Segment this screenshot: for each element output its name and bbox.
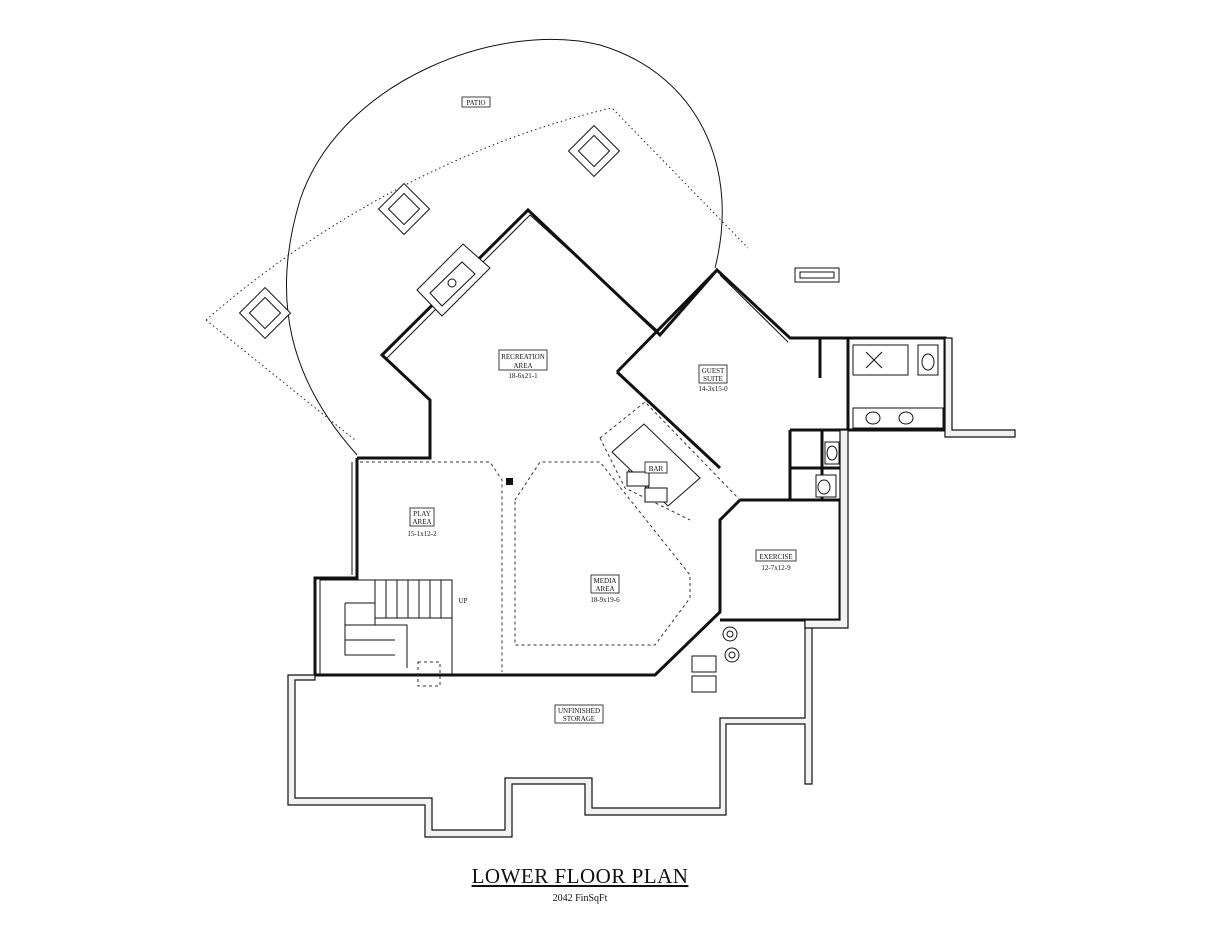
svg-text:18-9x19-6: 18-9x19-6: [590, 596, 620, 604]
label-guest-suite: GUEST SUITE 14-3x15-0: [698, 364, 728, 393]
patio-pier-2: [567, 124, 621, 178]
svg-text:STORAGE: STORAGE: [563, 715, 595, 723]
plan-title: LOWER FLOOR PLAN: [471, 864, 689, 888]
label-play: PLAY AREA 15-1x12-2: [407, 507, 437, 538]
mechanical-equipment: [691, 626, 740, 693]
svg-text:PLAY: PLAY: [413, 510, 431, 518]
label-exercise: EXERCISE 12-7x12-9: [755, 549, 797, 572]
patio-pier-1: [377, 182, 431, 236]
svg-text:EXERCISE: EXERCISE: [759, 553, 792, 561]
label-bar: BAR: [644, 461, 668, 474]
window-well: [794, 267, 840, 283]
svg-text:BAR: BAR: [649, 465, 664, 473]
patio: PATIO: [205, 38, 749, 456]
svg-text:GUEST: GUEST: [702, 367, 725, 375]
plan-square-footage: 2042 FinSqFt: [552, 893, 608, 904]
svg-text:UNFINISHED: UNFINISHED: [558, 707, 600, 715]
structural-post: [506, 478, 513, 485]
svg-text:RECREATION: RECREATION: [501, 353, 545, 361]
half-bath-fixtures: [815, 441, 840, 498]
patio-pier-3: [238, 286, 292, 340]
svg-text:12-7x12-9: 12-7x12-9: [761, 564, 791, 572]
svg-text:UP: UP: [459, 597, 468, 605]
patio-dotted-outline-2: [205, 319, 356, 441]
soffit-lines: [360, 401, 741, 672]
svg-text:PATIO: PATIO: [466, 99, 485, 107]
title-block: LOWER FLOOR PLAN 2042 FinSqFt: [0, 864, 1160, 904]
svg-text:AREA: AREA: [513, 362, 532, 370]
patio-arc: [285, 38, 723, 456]
svg-text:AREA: AREA: [412, 518, 431, 526]
fireplace: [416, 243, 491, 317]
svg-text:AREA: AREA: [595, 585, 614, 593]
exterior-walls: [313, 207, 947, 677]
guest-bath-fixtures: [852, 344, 944, 429]
svg-text:SUITE: SUITE: [703, 375, 723, 383]
stairs: UP: [319, 579, 468, 687]
patio-dotted-outline: [205, 107, 749, 321]
patio-label: PATIO: [461, 96, 491, 108]
label-storage: UNFINISHED STORAGE: [554, 704, 604, 724]
label-recreation: RECREATION AREA 18-6x21-1: [498, 349, 548, 380]
unfinished-storage-foundation: [287, 337, 1016, 838]
label-media: MEDIA AREA 18-9x19-6: [590, 574, 620, 604]
svg-text:18-6x21-1: 18-6x21-1: [508, 372, 538, 380]
windows: [351, 214, 789, 575]
svg-text:15-1x12-2: 15-1x12-2: [407, 530, 437, 538]
svg-text:MEDIA: MEDIA: [594, 577, 617, 585]
svg-text:14-3x15-0: 14-3x15-0: [698, 385, 728, 393]
